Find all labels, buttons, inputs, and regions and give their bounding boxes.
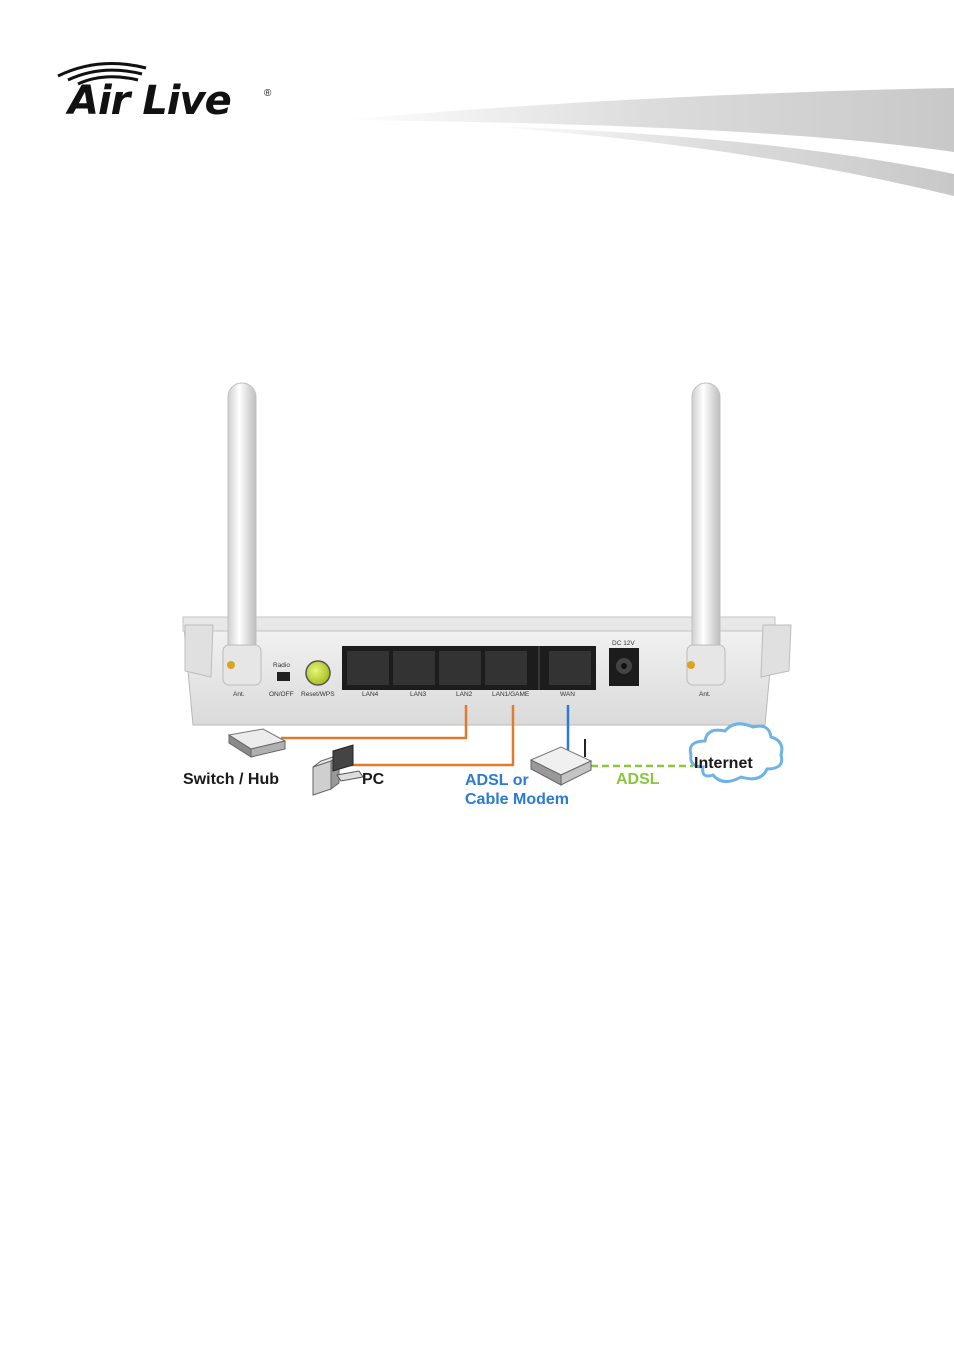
internet-cloud-icon [688, 722, 784, 783]
dc-label: DC 12V [612, 640, 635, 647]
pc-label: PC [362, 771, 385, 788]
lan1-label: LAN1/GAME [492, 691, 530, 698]
antenna-left [222, 382, 262, 686]
reset-wps-label: Reset/WPS [301, 691, 335, 698]
header-swoosh [340, 88, 954, 196]
wireless-arcs-icon [57, 62, 147, 86]
modem-label-line1: ADSL or [465, 772, 529, 789]
modem-icon [529, 739, 593, 786]
antenna-right [686, 382, 726, 686]
logo-text: Air Live [68, 78, 232, 124]
radio-switch [277, 672, 290, 681]
lan4-label: LAN4 [362, 691, 379, 698]
ethernet-ports [342, 646, 596, 690]
switch-hub-label: Switch / Hub [183, 771, 279, 788]
dc-power-jack [609, 648, 639, 686]
lan1-cable [348, 705, 515, 767]
reset-wps-button [305, 660, 331, 686]
on-off-label: ON/OFF [269, 691, 294, 698]
lan3-label: LAN3 [410, 691, 427, 698]
airlive-logo: Air Live ® [52, 58, 282, 128]
pc-icon [312, 744, 364, 796]
registered-mark: ® [264, 88, 272, 99]
ant-right-label: Ant. [699, 691, 711, 698]
lan2-cable [281, 705, 468, 740]
modem-label-line2: Cable Modem [465, 791, 570, 808]
ant-left-label: Ant. [233, 691, 245, 698]
wan-label: WAN [560, 691, 575, 698]
switch-hub-icon [227, 728, 287, 758]
radio-label: Radio [273, 662, 290, 669]
internet-label: Internet [694, 755, 753, 772]
adsl-label: ADSL [616, 771, 660, 788]
lan2-label: LAN2 [456, 691, 473, 698]
router-connection-diagram: Ant. Radio ON/OFF Reset/WPS LAN4 LAN3 LA… [163, 375, 796, 813]
